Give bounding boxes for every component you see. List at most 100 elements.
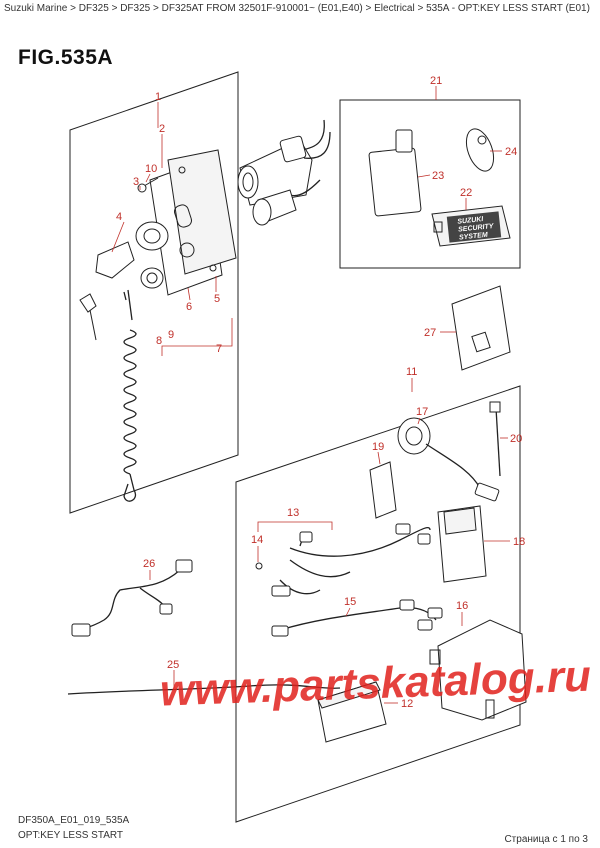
callout-12[interactable]: 12 xyxy=(401,698,413,710)
nut-hole xyxy=(143,228,161,244)
callout-22[interactable]: 22 xyxy=(460,187,472,199)
assembly-frame-11 xyxy=(235,385,521,823)
switch-wire xyxy=(289,179,321,197)
plate-hole xyxy=(179,242,195,258)
harness-part-15[interactable] xyxy=(271,599,443,637)
harness-part-26[interactable] xyxy=(71,559,193,637)
callout-18[interactable]: 18 xyxy=(513,536,525,548)
watermark: www.partskatalog.ru xyxy=(159,652,592,716)
decal-badge xyxy=(446,211,502,243)
breadcrumb-item-4[interactable]: DF325AT FROM 32501F-910001~ (E01,E40) xyxy=(161,3,363,14)
callout-10[interactable]: 10 xyxy=(145,163,157,175)
pagination: Страница с 1 по 3 xyxy=(504,834,588,845)
callout-13[interactable]: 13 xyxy=(287,507,299,519)
screw-shaft xyxy=(143,177,159,187)
callout-19[interactable]: 19 xyxy=(372,441,384,453)
receiver-connector xyxy=(395,129,413,153)
screw-part[interactable] xyxy=(137,183,147,193)
callout-7[interactable]: 7 xyxy=(216,343,222,355)
module-part-27[interactable] xyxy=(451,285,511,371)
breadcrumb-sep: > xyxy=(152,3,159,14)
callout-1[interactable]: 1 xyxy=(155,91,161,103)
screw-hole xyxy=(178,166,186,174)
callout-5[interactable]: 5 xyxy=(214,293,220,305)
callout-16[interactable]: 16 xyxy=(456,600,468,612)
breadcrumb-sep: > xyxy=(111,3,118,14)
callout-24[interactable]: 24 xyxy=(505,146,517,158)
breadcrumb-item-2[interactable]: DF325 xyxy=(78,3,109,14)
sensor-part-17[interactable] xyxy=(397,417,431,455)
lanyard-coil xyxy=(123,329,137,502)
receiver-part-23[interactable] xyxy=(368,147,422,217)
key-head-part[interactable] xyxy=(79,293,97,313)
key-blade xyxy=(89,309,97,341)
callout-14[interactable]: 14 xyxy=(251,534,263,546)
breadcrumb-current: 535A - OPT:KEY LESS START (E01) xyxy=(426,3,590,14)
sensor-connector xyxy=(474,482,500,502)
switch-connector xyxy=(279,135,307,163)
bracket-tab xyxy=(429,649,441,665)
callout-26[interactable]: 26 xyxy=(143,558,155,570)
nut-part[interactable] xyxy=(135,221,169,251)
key-cap-part[interactable] xyxy=(95,241,135,279)
callout-15[interactable]: 15 xyxy=(344,596,356,608)
knob-face xyxy=(252,198,272,226)
assembly-frame-1 xyxy=(69,71,239,514)
leader-7 xyxy=(161,318,233,356)
harness-part-13[interactable] xyxy=(271,523,431,597)
clip-part-14[interactable] xyxy=(255,562,263,570)
leader-13 xyxy=(257,521,333,532)
breadcrumb-item-3[interactable]: DF325 xyxy=(120,3,151,14)
lanyard-clip xyxy=(123,289,133,321)
callout-8[interactable]: 8 xyxy=(156,335,162,347)
lock-icon xyxy=(433,221,443,233)
breadcrumb-item-5[interactable]: Electrical xyxy=(374,3,415,14)
card-part-19[interactable] xyxy=(369,461,397,519)
fob-button xyxy=(477,135,487,145)
screw-hole xyxy=(209,264,217,272)
cover-top xyxy=(443,507,477,535)
callout-20[interactable]: 20 xyxy=(510,433,522,445)
switch-core xyxy=(242,172,254,192)
figure-caption: OPT:KEY LESS START xyxy=(18,830,124,841)
badge-line-3: SYSTEM xyxy=(459,232,489,242)
breadcrumb: Suzuki Marine > DF325 > DF325 > DF325AT … xyxy=(4,3,590,14)
breadcrumb-sep: > xyxy=(365,3,372,14)
badge-line-1: SUZUKI xyxy=(457,216,485,226)
callout-25[interactable]: 25 xyxy=(167,659,179,671)
washer-hole xyxy=(146,272,158,284)
callout-4[interactable]: 4 xyxy=(116,211,122,223)
module-top xyxy=(317,681,381,709)
sensor-wire xyxy=(425,443,481,489)
callout-3[interactable]: 3 xyxy=(133,176,139,188)
breadcrumb-item-1[interactable]: Suzuki Marine xyxy=(4,3,68,14)
plate-hole xyxy=(174,204,192,228)
callout-2[interactable]: 2 xyxy=(159,123,165,135)
switch-face xyxy=(237,165,259,199)
figure-code: DF350A_E01_019_535A xyxy=(18,815,130,826)
bracket-tab xyxy=(485,699,495,719)
breadcrumb-sep: > xyxy=(70,3,76,14)
bracket-part-16[interactable] xyxy=(437,619,527,721)
switch-wire xyxy=(303,131,331,159)
fob-part-24[interactable] xyxy=(461,125,499,175)
cable-tie-part-20[interactable] xyxy=(495,407,501,477)
cable-part-25[interactable] xyxy=(67,684,341,695)
leader-lines xyxy=(111,86,510,704)
callout-23[interactable]: 23 xyxy=(432,170,444,182)
module-connector xyxy=(471,331,491,353)
sensor-core xyxy=(405,426,423,446)
figure-title: FIG.535A xyxy=(18,46,114,69)
kit-box-21 xyxy=(339,99,521,269)
badge-line-2: SECURITY xyxy=(458,223,495,234)
breadcrumb-sep: > xyxy=(417,3,424,14)
callout-27[interactable]: 27 xyxy=(424,327,436,339)
washer-part[interactable] xyxy=(140,267,164,289)
cable-tie-head xyxy=(489,401,501,413)
callout-17[interactable]: 17 xyxy=(416,406,428,418)
callout-21[interactable]: 21 xyxy=(430,75,442,87)
callout-9[interactable]: 9 xyxy=(168,329,174,341)
callout-6[interactable]: 6 xyxy=(186,301,192,313)
callout-11[interactable]: 11 xyxy=(406,366,417,378)
